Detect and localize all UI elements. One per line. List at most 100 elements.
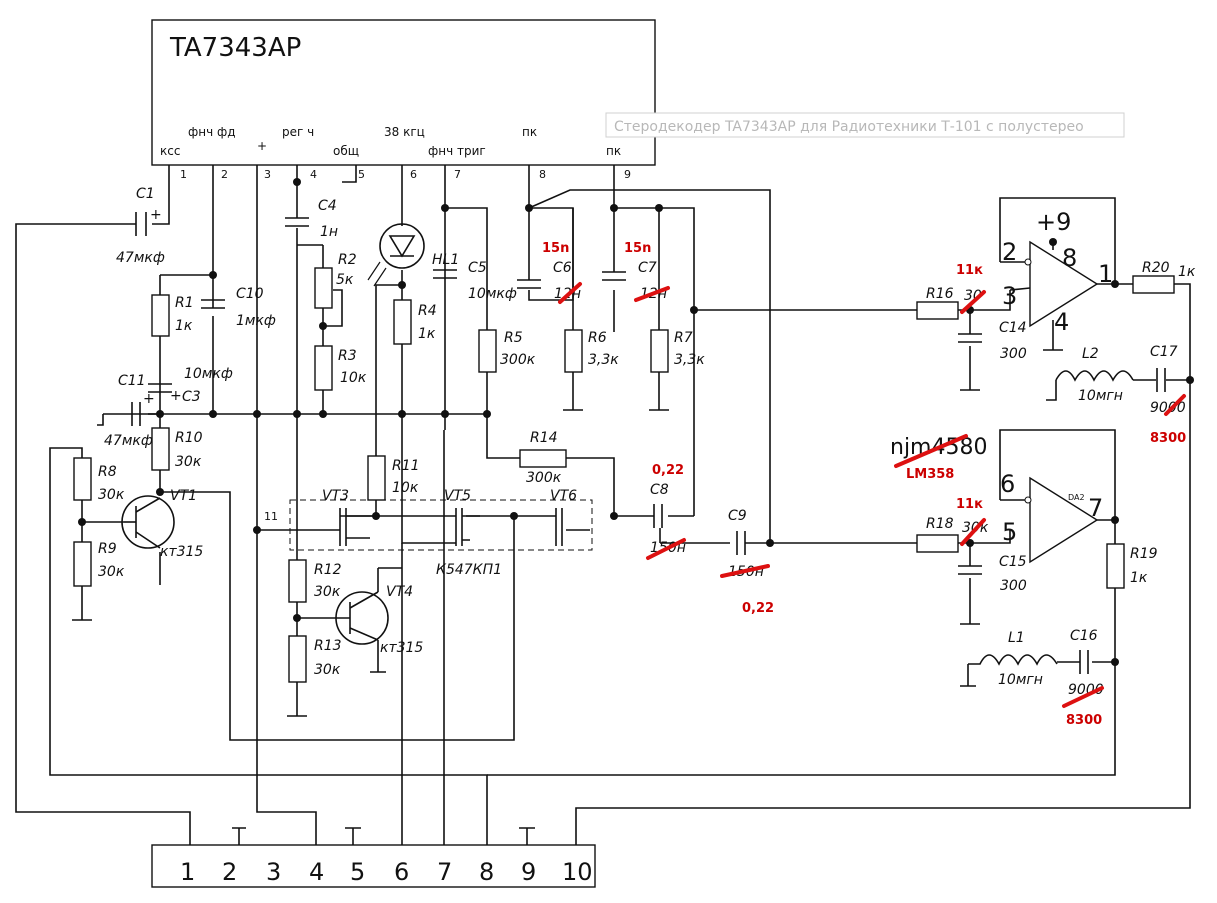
r11-ref: R11: [392, 458, 420, 474]
l2-value: 10мгн: [1078, 388, 1123, 404]
svg-text:+: +: [143, 391, 155, 407]
vt1-ref: VT1: [170, 488, 197, 504]
r5-value: 300к: [500, 352, 536, 368]
ic-pin-name-2: фнч фд: [188, 125, 236, 139]
resistor-r5: R5 300к: [478, 329, 536, 373]
c11-ref: C11: [118, 373, 146, 389]
r3-value: 10к: [340, 370, 367, 386]
ic-pin-7: 7: [454, 168, 461, 181]
connector-pin-7: 7: [437, 858, 452, 886]
node-11-label: 11: [264, 510, 278, 523]
r19-value: 1к: [1130, 570, 1148, 586]
da2-ref: DA2: [1068, 493, 1085, 502]
r4-ref: R4: [418, 303, 437, 319]
l1-value: 10мгн: [998, 672, 1043, 688]
opamp-top-pin-8: 8: [1062, 244, 1077, 272]
c5-value: 10мкф: [468, 286, 517, 302]
annotation-c8: 0,22: [652, 463, 684, 478]
c10-ref: C10: [236, 286, 264, 302]
ic-pin-name-3: +: [257, 139, 267, 153]
hl1-ref: HL1: [432, 252, 459, 268]
r14-value: 300к: [526, 470, 562, 486]
r1-ref: R1: [175, 295, 194, 311]
ic-pin-name-4: рег ч: [282, 125, 314, 139]
c15-value: 300: [1000, 578, 1027, 594]
resistor-r13: R13 30к: [288, 635, 342, 683]
ic-pin-2: 2: [221, 168, 228, 181]
c3-ref: C3: [182, 389, 201, 405]
capacitor-c14: C14 300: [958, 320, 1027, 362]
resistor-r3: R3 10к: [314, 345, 367, 391]
ic-pin-4: 4: [310, 168, 317, 181]
c16-value: 9000: [1068, 682, 1104, 698]
opamp-top-pin-3: 3: [1002, 282, 1017, 310]
capacitor-c5: C5 10мкф: [433, 260, 517, 302]
r13-value: 30к: [314, 662, 341, 678]
r19-ref: R19: [1130, 546, 1158, 562]
c3-value: 10мкф: [184, 366, 233, 382]
opamp-top-supply: +9: [1036, 208, 1071, 236]
c16-ref: C16: [1070, 628, 1098, 644]
transistor-vt1: VT1 кт315: [121, 488, 203, 560]
resistor-r1: R1 1к: [151, 294, 194, 337]
resistor-r8: R8 30к: [73, 457, 125, 503]
r10-value: 30к: [175, 454, 202, 470]
resistor-r4: R4 1к: [393, 299, 437, 345]
resistor-r10: R10 30к: [151, 427, 203, 471]
r1-value: 1к: [175, 318, 193, 334]
c1-value: 47мкф: [116, 250, 165, 266]
annotation-c9: 0,22: [742, 601, 774, 616]
ic-pin-3: 3: [264, 168, 271, 181]
r14-ref: R14: [530, 430, 558, 446]
capacitor-c16: C16 9000: [1068, 628, 1104, 698]
c10-value: 1мкф: [236, 313, 276, 329]
transistor-vt4: VT4 кт315: [330, 568, 423, 656]
tooltip-text: Стеродекодер TA7343AP для Радиотехники Т…: [614, 119, 1084, 135]
connector-block: [151, 844, 596, 888]
r11-value: 10к: [392, 480, 419, 496]
ic-pin-name-6: 38 кгц: [384, 125, 425, 139]
c14-ref: C14: [999, 320, 1027, 336]
connector-pin-4: 4: [309, 858, 324, 886]
r4-value: 1к: [418, 326, 436, 342]
r2-ref: R2: [338, 252, 357, 268]
ic-ta7343ap: TA7343AP ксс фнч фд + рег ч общ 38 кгц ф…: [151, 19, 656, 181]
k547-ref: К547КП1: [436, 562, 502, 578]
switch-k547kp1: VT3 VT5 VT6 К547КП1 11: [264, 488, 593, 578]
vt4-ref: VT4: [386, 584, 413, 600]
resistor-r20: R20 1к: [1132, 260, 1196, 294]
annotation-opamp: LM358: [906, 467, 954, 482]
r16-ref: R16: [926, 286, 954, 302]
ic-pin-9: 9: [624, 168, 631, 181]
c15-ref: C15: [999, 554, 1027, 570]
resistor-r7: R7 3,3к: [650, 329, 705, 373]
ic-title: TA7343AP: [169, 33, 301, 63]
r9-ref: R9: [98, 541, 117, 557]
r18-ref: R18: [926, 516, 954, 532]
vt5-ref: VT5: [444, 488, 471, 504]
connector-pin-8: 8: [479, 858, 494, 886]
ic-pin-name-1: ксс: [160, 144, 180, 158]
connector-pin-10: 10: [562, 858, 593, 886]
svg-text:+: +: [170, 388, 182, 404]
svg-text:+: +: [150, 207, 162, 223]
c4-ref: C4: [318, 198, 337, 214]
tooltip: Стеродекодер TA7343AP для Радиотехники Т…: [605, 112, 1125, 138]
r20-ref: R20: [1142, 260, 1170, 276]
c1-ref: C1: [136, 186, 155, 202]
junctions: [78, 178, 1194, 666]
wires: [15, 165, 1191, 845]
vt3-ref: VT3: [322, 488, 349, 504]
annotation-c7: 15n: [624, 241, 651, 256]
connector-pin-5: 5: [350, 858, 365, 886]
r9-value: 30к: [98, 564, 125, 580]
connector-pin-1: 1: [180, 858, 195, 886]
l1-ref: L1: [1008, 630, 1025, 646]
ic-pin-6: 6: [410, 168, 417, 181]
annotation-r18: 11к: [956, 497, 983, 512]
r20-value: 1к: [1178, 264, 1196, 280]
c5-ref: C5: [468, 260, 487, 276]
c11-value: 47мкф: [104, 433, 153, 449]
capacitor-c1: C1 + 47мкф: [116, 186, 165, 266]
